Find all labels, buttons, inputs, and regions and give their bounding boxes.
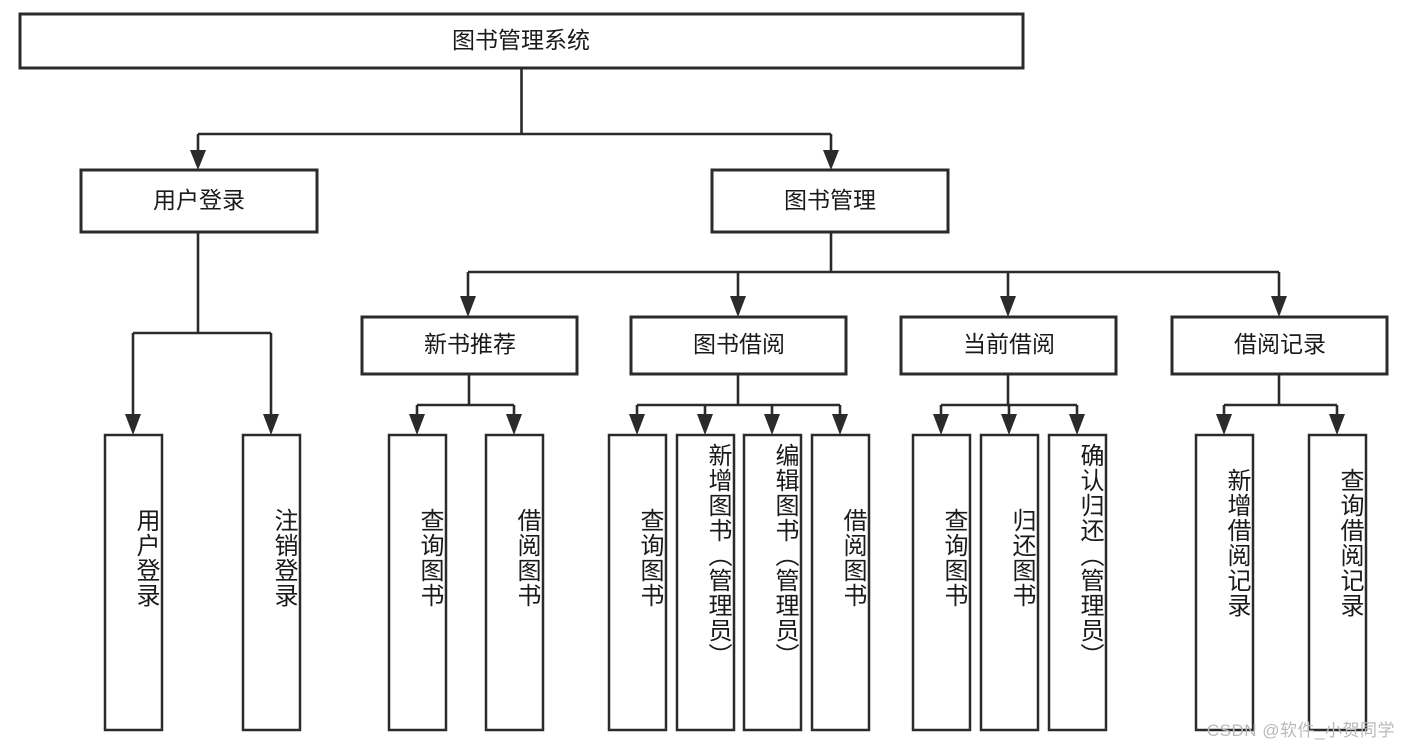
arrow-head-leaf-add-record (1216, 414, 1232, 435)
node-user-login-label: 用户登录 (153, 187, 245, 213)
arrow-head-new-book-recommend (460, 296, 476, 317)
node-user-login-box[interactable] (79, 168, 319, 234)
node-root-label: 图书管理系统 (452, 27, 590, 53)
leaf-return-book-box[interactable] (979, 433, 1040, 732)
arrow-head-leaf-query-book-3 (933, 414, 949, 435)
node-new-book-recommend[interactable]: 新书推荐 (360, 315, 579, 376)
node-book-management-label: 图书管理 (784, 187, 876, 213)
leaf-add-book-box[interactable] (675, 433, 736, 732)
leaf-confirm-return-box[interactable] (1047, 433, 1108, 732)
node-book-management[interactable]: 图书管理 (710, 168, 950, 234)
leaf-borrow-book-2-box[interactable] (810, 433, 871, 732)
connectors (125, 68, 1345, 435)
arrow-head-leaf-logout-login (263, 414, 279, 435)
node-book-management-box[interactable] (710, 168, 950, 234)
arrow-head-current-borrow (1000, 296, 1016, 317)
node-borrow-record-label: 借阅记录 (1234, 331, 1326, 357)
leaf-user-login-box[interactable] (103, 433, 164, 732)
arrow-head-leaf-confirm-return (1069, 414, 1085, 435)
node-root-box[interactable] (18, 12, 1025, 70)
node-current-borrow-box[interactable] (899, 315, 1118, 376)
leaf-query-book-3-box[interactable] (911, 433, 972, 732)
node-current-borrow-label: 当前借阅 (963, 331, 1055, 357)
arrow-head-borrow-record (1271, 296, 1287, 317)
leaf-query-book-1-box[interactable] (387, 433, 448, 732)
leaf-borrow-book-1-box[interactable] (484, 433, 545, 732)
arrow-head-leaf-edit-book (764, 414, 780, 435)
arrow-head-book-management (823, 150, 839, 170)
leaf-query-record-box[interactable] (1307, 433, 1368, 732)
arrow-head-book-borrow (730, 296, 746, 317)
node-book-borrow[interactable]: 图书借阅 (629, 315, 848, 376)
node-borrow-record-box[interactable] (1170, 315, 1389, 376)
leaf-logout-login-box[interactable] (241, 433, 302, 732)
arrow-head-leaf-query-record (1329, 414, 1345, 435)
node-book-borrow-box[interactable] (629, 315, 848, 376)
node-book-borrow-label: 图书借阅 (693, 331, 785, 357)
watermark-text: CSDN @软件_小贺同学 (1206, 721, 1395, 740)
leaf-query-book-2-box[interactable] (607, 433, 668, 732)
arrow-head-leaf-user-login (125, 414, 141, 435)
node-root[interactable]: 图书管理系统 (18, 12, 1025, 70)
arrow-head-leaf-add-book (697, 414, 713, 435)
leaf-edit-book-box[interactable] (742, 433, 803, 732)
node-user-login[interactable]: 用户登录 (79, 168, 319, 234)
node-new-book-recommend-label: 新书推荐 (424, 331, 516, 357)
node-current-borrow[interactable]: 当前借阅 (899, 315, 1118, 376)
node-new-book-recommend-box[interactable] (360, 315, 579, 376)
arrow-head-leaf-query-book-2 (629, 414, 645, 435)
arrow-head-leaf-return-book (1001, 414, 1017, 435)
arrow-head-leaf-borrow-book-1 (506, 414, 522, 435)
arrow-head-user-login (190, 150, 206, 170)
leaf-add-record-box[interactable] (1194, 433, 1255, 732)
leaf-boxes (103, 433, 1368, 732)
arrow-head-leaf-borrow-book-2 (832, 414, 848, 435)
arrow-head-leaf-query-book-1 (409, 414, 425, 435)
node-borrow-record[interactable]: 借阅记录 (1170, 315, 1389, 376)
